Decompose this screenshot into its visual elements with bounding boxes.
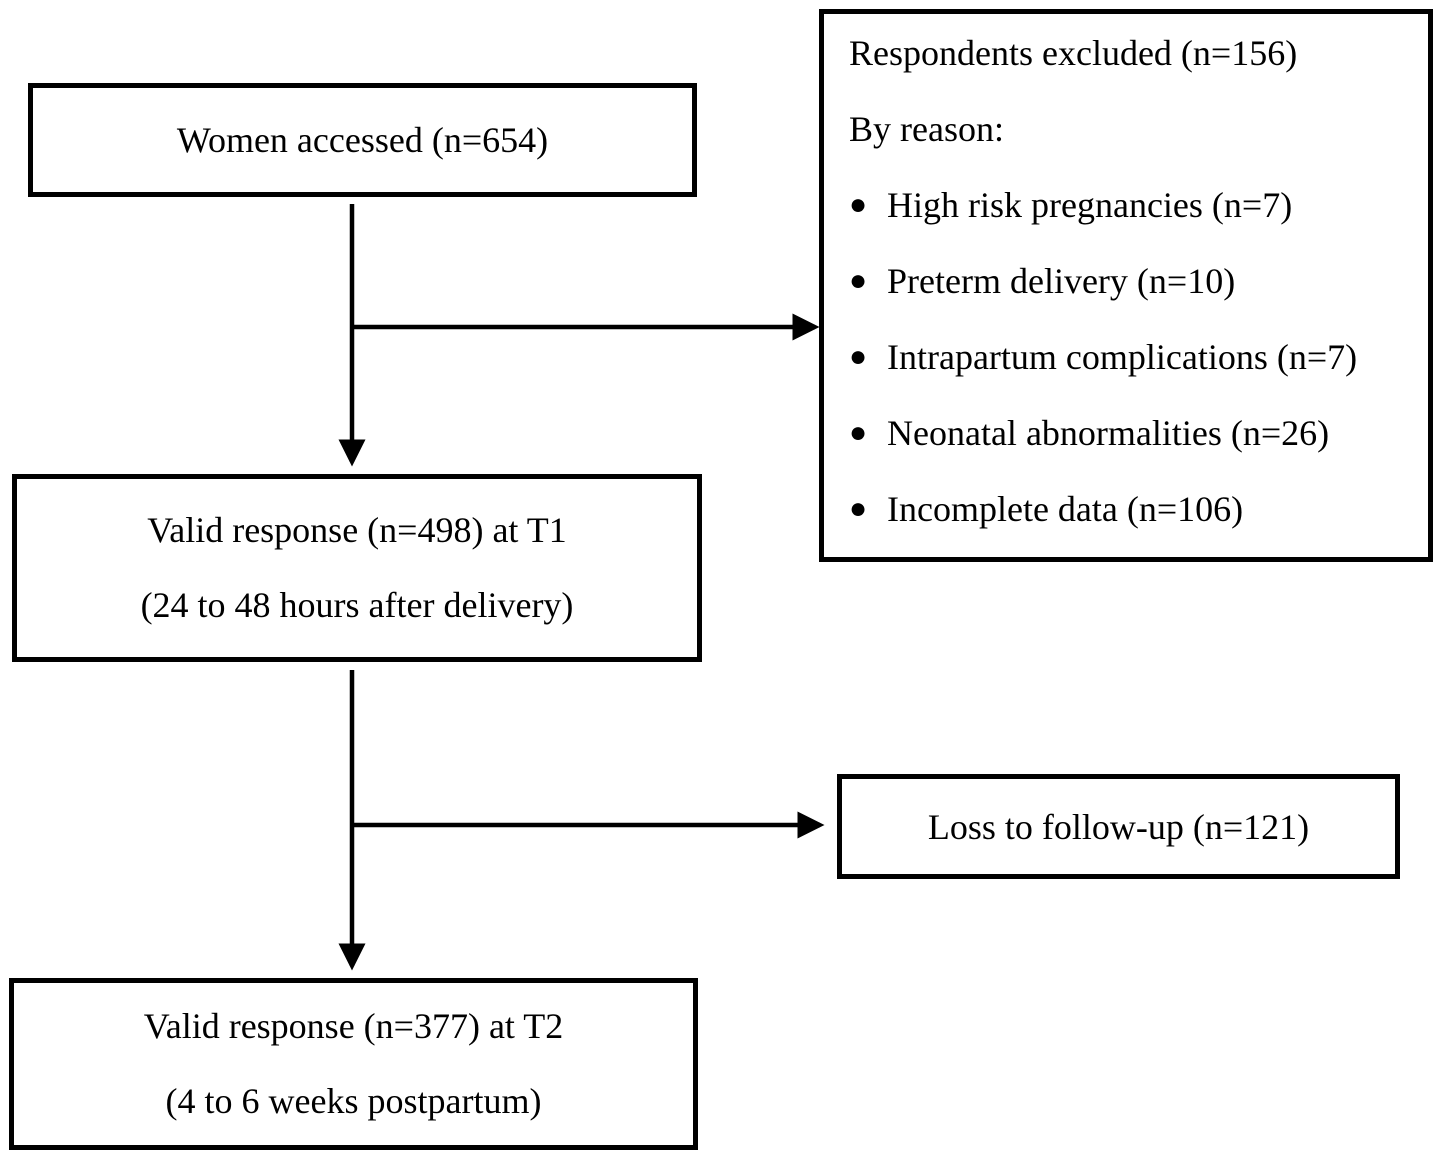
- loss-to-follow-up-text: Loss to follow-up (n=121): [927, 806, 1310, 847]
- exclusion-reason-text: High risk pregnancies (n=7): [887, 185, 1293, 225]
- excluded-title: Respondents excluded (n=156): [849, 33, 1298, 73]
- t2-line-1: Valid response (n=377) at T2: [143, 1006, 564, 1046]
- exclusion-reason-text: Neonatal abnormalities (n=26): [887, 413, 1330, 453]
- bullet-icon: ●: [849, 492, 868, 525]
- exclusion-reason-text: Incomplete data (n=106): [887, 489, 1244, 529]
- exclusion-reason-text: Intrapartum complications (n=7): [887, 337, 1358, 377]
- bullet-icon: ●: [849, 416, 868, 449]
- women-accessed-text: Women accessed (n=654): [176, 120, 549, 160]
- box-valid-response-t2: Valid response (n=377) at T2 (4 to 6 wee…: [9, 978, 698, 1150]
- bullet-icon: ●: [849, 340, 868, 373]
- bullet-icon: ●: [849, 264, 868, 297]
- t1-line-2: (24 to 48 hours after delivery): [140, 585, 574, 625]
- t1-line-1: Valid response (n=498) at T1: [147, 510, 567, 550]
- box-valid-response-t1: Valid response (n=498) at T1 (24 to 48 h…: [12, 474, 702, 662]
- exclusion-reason-item: ● High risk pregnancies (n=7): [849, 186, 1428, 262]
- by-reason-label: By reason:: [849, 109, 1004, 149]
- exclusion-reason-text: Preterm delivery (n=10): [887, 261, 1236, 301]
- box-respondents-excluded: Respondents excluded (n=156) By reason: …: [819, 9, 1433, 562]
- box-women-accessed: Women accessed (n=654): [28, 83, 697, 197]
- exclusion-reason-item: ● Neonatal abnormalities (n=26): [849, 414, 1428, 490]
- box-loss-to-follow-up: Loss to follow-up (n=121): [837, 774, 1400, 879]
- exclusion-reason-item: ● Preterm delivery (n=10): [849, 262, 1428, 338]
- exclusion-reason-list: ● High risk pregnancies (n=7) ● Preterm …: [849, 186, 1428, 566]
- t2-line-2: (4 to 6 weeks postpartum): [165, 1081, 542, 1121]
- bullet-icon: ●: [849, 188, 868, 221]
- exclusion-reason-item: ● Intrapartum complications (n=7): [849, 338, 1428, 414]
- exclusion-reason-item: ● Incomplete data (n=106): [849, 490, 1428, 566]
